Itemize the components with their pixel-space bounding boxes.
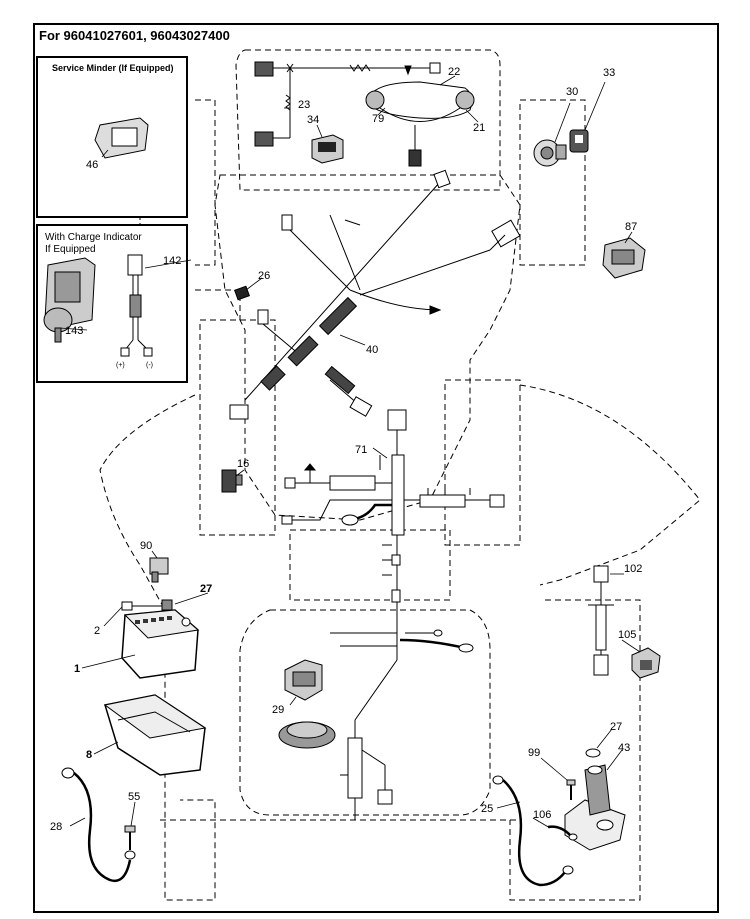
callout-79: 79: [372, 113, 384, 125]
callout-142: 142: [163, 255, 181, 267]
seat-switch-29: [278, 659, 336, 749]
diagram-title: For 96041027601, 96043027400: [39, 28, 230, 43]
callout-87: 87: [625, 221, 637, 233]
callout-30: 30: [566, 86, 578, 98]
callout-22: 22: [448, 66, 460, 78]
callout-21: 21: [473, 122, 485, 134]
key-33: [569, 129, 589, 153]
battery: [121, 599, 200, 679]
charge-indicator-label-2: If Equipped: [45, 244, 96, 255]
charge-indicator-harness: [120, 254, 153, 357]
callout-2: 2: [94, 625, 100, 637]
battery-cable-25: [492, 775, 574, 887]
ignition-switch-30: [533, 139, 567, 167]
callout-27-left: 27: [200, 583, 212, 595]
callout-99: 99: [528, 747, 540, 759]
callout-33: 33: [603, 67, 615, 79]
callout-29: 29: [272, 704, 284, 716]
battery-cable-28: [61, 767, 136, 883]
bolt-99: [566, 779, 576, 800]
callout-105: 105: [618, 629, 636, 641]
callout-143: 143: [65, 325, 83, 337]
callout-26: 26: [258, 270, 270, 282]
starter-solenoid-43: [564, 748, 626, 851]
service-minder-device: [94, 117, 149, 159]
charge-indicator-gauge: [43, 257, 96, 343]
callout-1: 1: [74, 663, 80, 675]
callout-71: 71: [355, 444, 367, 456]
solenoid-87: [602, 237, 646, 279]
seat-harness: [330, 620, 474, 820]
terminal-negative-label: (-): [146, 362, 153, 369]
battery-tray: [103, 694, 207, 776]
service-minder-box: Service Minder (If Equipped): [36, 56, 188, 218]
callout-55: 55: [128, 791, 140, 803]
charge-indicator-box: With Charge Indicator If Equipped (+) (-…: [36, 224, 188, 383]
callout-43: 43: [618, 742, 630, 754]
callout-106: 106: [533, 809, 551, 821]
harness-wrap: [260, 296, 358, 395]
callout-90: 90: [140, 540, 152, 552]
callout-16: 16: [237, 458, 249, 470]
callout-25: 25: [481, 803, 493, 815]
service-minder-label: Service Minder (If Equipped): [52, 63, 174, 73]
terminal-positive-label: (+): [116, 362, 125, 369]
switch-90: [149, 557, 169, 583]
callout-40: 40: [366, 344, 378, 356]
callout-28: 28: [50, 821, 62, 833]
callout-102: 102: [624, 563, 642, 575]
relay-16: [221, 469, 243, 493]
callout-23: 23: [298, 99, 310, 111]
callouts: 22 23 79 21 34 30 33 46 142 143 87 26 40…: [50, 66, 642, 833]
headlight-harness: [254, 61, 475, 167]
harness-106: [547, 825, 578, 841]
switch-105: [631, 647, 661, 679]
callout-46: 46: [86, 159, 98, 171]
callout-34: 34: [307, 114, 319, 126]
cable-102: [588, 565, 614, 676]
switch-34: [311, 134, 344, 164]
callout-8: 8: [86, 749, 92, 761]
leader-lines: [59, 75, 641, 829]
charge-indicator-label-1: With Charge Indicator: [45, 232, 142, 243]
fuse-26: [234, 285, 250, 301]
bolt-55: [124, 825, 136, 850]
rear-harness-71: [281, 409, 505, 620]
callout-27-right: 27: [610, 721, 622, 733]
main-harness-40: [229, 169, 521, 420]
